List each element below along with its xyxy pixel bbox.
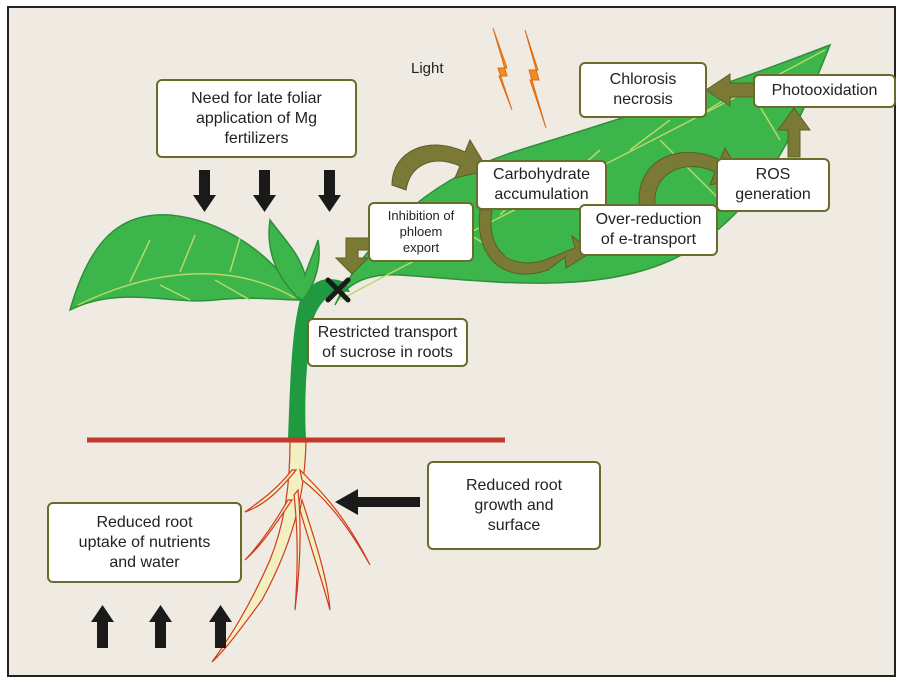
- up-arrows: [91, 605, 232, 648]
- root-growth-box: Reduced root growth and surface: [427, 461, 601, 550]
- light-label: Light: [411, 60, 444, 77]
- over-reduction-box: Over-reduction of e-transport: [579, 204, 718, 256]
- restricted-sucrose-box: Restricted transport of sucrose in roots: [307, 318, 468, 367]
- left-leaf: [70, 215, 300, 310]
- phloem-export-box: Inhibition of phloem export: [368, 202, 474, 262]
- foliar-application-box: Need for late foliar application of Mg f…: [156, 79, 357, 158]
- carbohydrate-accumulation-box: Carbohydrate accumulation: [476, 160, 607, 210]
- down-arrows: [193, 170, 341, 212]
- photooxidation-box: Photooxidation: [753, 74, 896, 108]
- left-arrow: [335, 489, 420, 515]
- ros-generation-box: ROS generation: [716, 158, 830, 212]
- lightning-icon: [493, 28, 546, 128]
- root-uptake-box: Reduced root uptake of nutrients and wat…: [47, 502, 242, 583]
- chlorosis-necrosis-box: Chlorosis necrosis: [579, 62, 707, 118]
